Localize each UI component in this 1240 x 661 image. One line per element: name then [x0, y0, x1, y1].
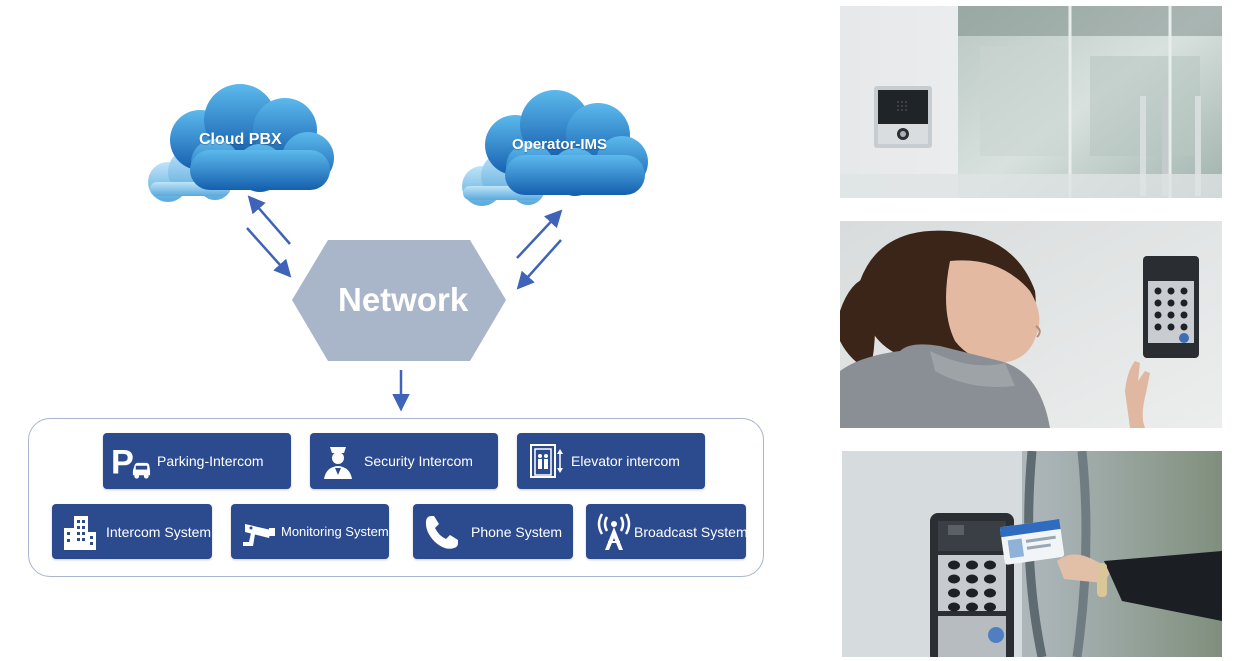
- photo-woman-keypad-intercom: [840, 221, 1222, 428]
- network-label: Network: [338, 281, 469, 318]
- monitoring-system-button[interactable]: Monitoring System: [231, 504, 389, 559]
- parking-intercom-label: Parking-Intercom: [157, 453, 264, 469]
- network-hexagon: [292, 240, 506, 361]
- broadcast-system-button[interactable]: Broadcast System: [586, 504, 748, 559]
- cloud-pbx-label: Cloud PBX: [199, 131, 282, 148]
- parking-intercom-button[interactable]: P Parking-Intercom: [103, 433, 291, 489]
- photo-wall-intercom-glass-door: [840, 6, 1222, 198]
- photo-card-reader-intercom: [842, 451, 1222, 657]
- parking-car-icon: P: [111, 441, 151, 481]
- arrow-network-to-pbx: [247, 195, 291, 245]
- svg-text:P: P: [111, 443, 134, 481]
- security-intercom-button[interactable]: Security Intercom: [310, 433, 498, 489]
- security-intercom-label: Security Intercom: [364, 453, 473, 469]
- cctv-camera-icon: [239, 512, 279, 552]
- operator-ims-shape: [462, 90, 648, 206]
- elevator-icon: [525, 441, 565, 481]
- buildings-icon: [60, 512, 100, 552]
- intercom-system-label: Intercom System: [106, 523, 212, 540]
- phone-handset-icon: [421, 512, 461, 552]
- broadcast-system-label: Broadcast System: [634, 523, 748, 540]
- arrow-ims-to-network: [516, 239, 562, 290]
- arrow-pbx-to-network: [246, 227, 292, 278]
- intercom-system-button[interactable]: Intercom System: [52, 504, 212, 559]
- cloud-pbx-shape: [148, 84, 334, 202]
- operator-ims-label: Operator-IMS: [512, 136, 608, 153]
- broadcast-tower-icon: [594, 512, 634, 552]
- phone-system-label: Phone System: [471, 523, 563, 540]
- phone-system-button[interactable]: Phone System: [413, 504, 573, 559]
- elevator-intercom-button[interactable]: Elevator intercom: [517, 433, 705, 489]
- network-diagram: [148, 84, 648, 412]
- arrow-network-to-ims: [516, 209, 563, 259]
- elevator-intercom-label: Elevator intercom: [571, 453, 680, 469]
- security-guard-icon: [318, 441, 358, 481]
- monitoring-system-label: Monitoring System: [281, 524, 389, 539]
